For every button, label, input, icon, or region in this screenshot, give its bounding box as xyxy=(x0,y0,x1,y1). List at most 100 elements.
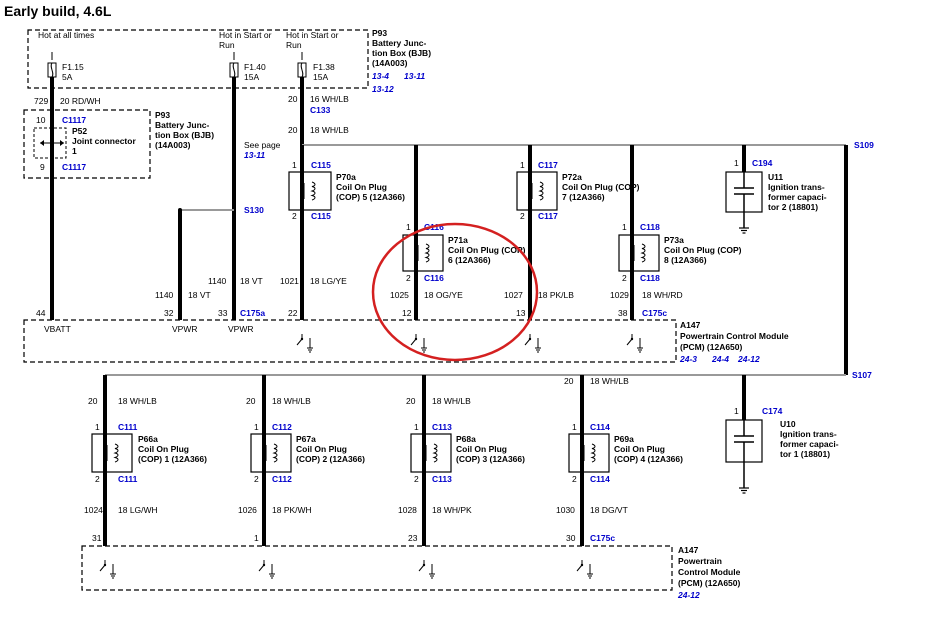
coil-cop2-conn2[interactable]: C112 xyxy=(272,474,292,484)
coil-cop3-line-2: (COP) 3 (12A366) xyxy=(456,454,525,464)
coil-cop3-box xyxy=(410,433,452,473)
splice-s130[interactable]: S130 xyxy=(244,205,264,215)
capacitor-u10-conn[interactable]: C174 xyxy=(762,406,783,416)
coil-cop8-box xyxy=(618,234,660,272)
coil-cop4-conn1[interactable]: C114 xyxy=(590,422,610,432)
coil-cop3-id: P68a xyxy=(456,434,476,444)
coil-cop5-id: P70a xyxy=(336,172,356,182)
capacitor-u11-line-3: tor 2 (18801) xyxy=(768,202,818,212)
pcm-driver-cop1-icon xyxy=(99,559,117,579)
pcm-top-ref-3[interactable]: 24-12 xyxy=(737,354,760,364)
coil-cop3-wbot-color: 18 WH/PK xyxy=(432,505,472,515)
pcm-driver-cop4-icon xyxy=(576,559,594,579)
pcm-driver-cop8-icon xyxy=(626,333,644,353)
bjb-left-id: P93 xyxy=(155,110,170,120)
coil-cop3-line-1: Coil On Plug xyxy=(456,444,507,454)
capacitor-u10-pin: 1 xyxy=(734,406,739,416)
coil-cop3-conn1[interactable]: C113 xyxy=(432,422,452,432)
capacitor-u11-ground-icon xyxy=(738,227,750,234)
joint-connector-box xyxy=(23,109,151,179)
pcm-bottom-conn-c175c[interactable]: C175c xyxy=(590,533,615,543)
pcm-bottom-box xyxy=(81,545,673,591)
pcm-pin-38: 38 xyxy=(618,308,628,318)
wire-1140b-color: 18 VT xyxy=(240,276,263,286)
bjb-top-ref-2[interactable]: 13-11 xyxy=(404,71,425,81)
joint-conn-bottom[interactable]: C1117 xyxy=(62,162,86,172)
coil-cop5-line-1: Coil On Plug xyxy=(336,182,387,192)
coil-cop1-conn1[interactable]: C111 xyxy=(118,422,138,432)
pcm-top-ref-2[interactable]: 24-4 xyxy=(711,354,729,364)
fuse-f1-15-rating: 5A xyxy=(62,72,73,82)
coil-cop1-conn2[interactable]: C111 xyxy=(118,474,138,484)
coil-cop8-conn1[interactable]: C118 xyxy=(640,222,660,232)
bjb-top-ref-1[interactable]: 13-4 xyxy=(372,71,389,81)
wire-1029-color: 18 WH/RD xyxy=(642,290,683,300)
coil-cop2-pcm-pin: 1 xyxy=(254,533,259,543)
fuse-f1-38-name: F1.38 xyxy=(313,62,335,72)
joint-conn-top[interactable]: C1117 xyxy=(62,115,86,125)
pcm-conn-c175a[interactable]: C175a xyxy=(240,308,265,318)
coil-cop6-line-2: 6 (12A366) xyxy=(448,255,491,265)
coil-cop4-pin2: 2 xyxy=(572,474,577,484)
wire-1029-circuit: 1029 xyxy=(610,290,629,300)
pcm-top-id: A147 xyxy=(680,320,701,330)
coil-cop5-pin1: 1 xyxy=(292,160,297,170)
joint-id: P52 xyxy=(72,126,87,136)
coil-cop6-conn2[interactable]: C116 xyxy=(424,273,444,283)
bjb-left-line-1: Battery Junc- xyxy=(155,120,209,130)
pcm-label-vbatt: VBATT xyxy=(44,324,71,334)
bjb-left-line-3: (14A003) xyxy=(155,140,191,150)
coil-cop7-line-2: 7 (12A366) xyxy=(562,192,605,202)
coil-cop2-wbot-color: 18 PK/WH xyxy=(272,505,312,515)
bjb-left-line-2: tion Box (BJB) xyxy=(155,130,214,140)
coil-cop1-wtop-color: 18 WH/LB xyxy=(118,396,157,406)
pcm-driver-cop6-icon xyxy=(410,333,428,353)
coil-cop3-pin1: 1 xyxy=(414,422,419,432)
wire-1027-color: 18 PK/LB xyxy=(538,290,574,300)
pcm-top-line-1: Powertrain Control Module xyxy=(680,331,789,341)
coil-cop6-pin2: 2 xyxy=(406,273,411,283)
pcm-bottom-line-1: Powertrain xyxy=(678,556,722,566)
wire-729-color: 20 RD/WH xyxy=(60,96,101,106)
bjb-top-ref-3[interactable]: 13-12 xyxy=(372,84,394,94)
pcm-pin-32: 32 xyxy=(164,308,174,318)
coil-cop1-pin1: 1 xyxy=(95,422,100,432)
wire-729-circuit: 729 xyxy=(34,96,48,106)
capacitor-u10-line-2: former capaci- xyxy=(780,439,839,449)
fuse-f1-15-name: F1.15 xyxy=(62,62,84,72)
coil-cop7-pin1: 1 xyxy=(520,160,525,170)
coil-cop6-pin1: 1 xyxy=(406,222,411,232)
coil-cop8-line-1: Coil On Plug (COP) xyxy=(664,245,742,255)
coil-cop1-wbot-circuit: 1024 xyxy=(84,505,103,515)
pcm-conn-c175c[interactable]: C175c xyxy=(642,308,667,318)
coil-cop5-conn1[interactable]: C115 xyxy=(311,160,331,170)
fuse-f1-15-icon xyxy=(47,62,57,78)
coil-cop4-conn2[interactable]: C114 xyxy=(590,474,610,484)
coil-cop8-conn2[interactable]: C118 xyxy=(640,273,660,283)
pcm-bottom-ref-1[interactable]: 24-12 xyxy=(677,590,700,600)
pcm-driver-cop2-icon xyxy=(258,559,276,579)
coil-cop7-line-1: Coil On Plug (COP) xyxy=(562,182,640,192)
splice-s107[interactable]: S107 xyxy=(852,370,872,380)
connector-c133[interactable]: C133 xyxy=(310,105,331,115)
see-page-ref[interactable]: 13-11 xyxy=(244,150,265,160)
coil-cop7-conn1[interactable]: C117 xyxy=(538,160,558,170)
coil-cop5-conn2[interactable]: C115 xyxy=(311,211,331,221)
fuse-hot-all-times-label: Hot at all times xyxy=(38,30,94,40)
coil-cop7-conn2[interactable]: C117 xyxy=(538,211,558,221)
pcm-pin-33: 33 xyxy=(218,308,228,318)
pcm-top-ref-1[interactable]: 24-3 xyxy=(679,354,697,364)
coil-cop1-id: P66a xyxy=(138,434,158,444)
coil-cop3-conn2[interactable]: C113 xyxy=(432,474,452,484)
coil-cop2-conn1[interactable]: C112 xyxy=(272,422,292,432)
splice-s109[interactable]: S109 xyxy=(854,140,874,150)
pcm-top-box xyxy=(23,319,677,363)
capacitor-u11-conn[interactable]: C194 xyxy=(752,158,773,168)
fuse-138-hot-label-2: Run xyxy=(286,40,302,50)
see-page-label: See page xyxy=(244,140,281,150)
coil-cop2-wtop-color: 18 WH/LB xyxy=(272,396,311,406)
coil-cop2-pin2: 2 xyxy=(254,474,259,484)
capacitor-u11-line-2: former capaci- xyxy=(768,192,827,202)
pcm-bottom-line-3: (PCM) (12A650) xyxy=(678,578,741,588)
